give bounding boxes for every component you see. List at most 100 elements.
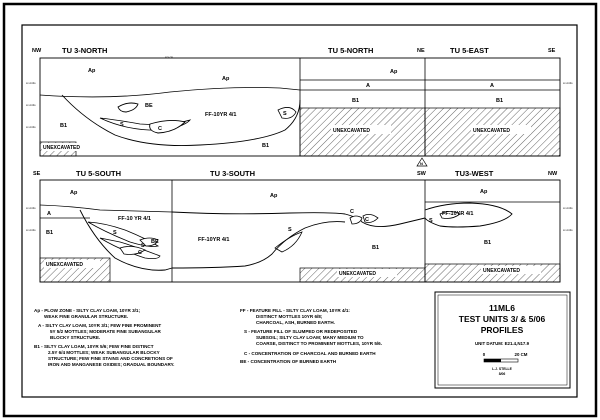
top-label-b1b: B1	[352, 98, 359, 104]
title-block-frame-inner	[437, 294, 568, 386]
bottom-label-ap1: Ap	[70, 190, 78, 196]
bottom-c-lens-2	[349, 215, 363, 225]
legend-right-0-2: CHARCOAL, ASH, BURNED EARTH.	[256, 320, 335, 325]
title-line1: TEST UNITS 3/ & 5/06	[459, 314, 546, 324]
bottom-elev-2: xx cmbs	[26, 228, 36, 232]
bottom-s-lens-right	[439, 211, 461, 219]
top-unit-3: TU 5-EAST	[450, 46, 489, 55]
bottom-feature-outline-left	[79, 209, 173, 271]
legend-left-2-1: 2.5Y 6/4 MOTTLES; WEAK SUBANGULAR BLOCKY	[48, 350, 160, 355]
scale-zero: 0	[483, 352, 486, 357]
bottom-feature-base-mid	[171, 221, 346, 269]
bottom-feature-outline-right	[424, 202, 513, 228]
legend-right-3-0: BE - CONCENTRATION OF BURNED EARTH	[240, 359, 337, 364]
top-label-a2: A	[490, 83, 494, 89]
title-block: 11ML6 TEST UNITS 3/ & 5/06 PROFILES UNIT…	[434, 291, 571, 389]
bottom-unexcavated-label-3: UNEXCAVATED	[483, 268, 520, 274]
bottom-label-be: BE	[151, 239, 159, 245]
top-unexcavated-label-2: UNEXCAVATED	[333, 128, 370, 134]
legend-left-0-0: Ap - PLOW ZONE - SILTY CLAY LOAM, 10YR 3…	[34, 308, 140, 313]
legend-right-0-1: DISTINCT MOTTLES 10YR 6/8;	[256, 314, 323, 319]
bottom-label-s1: S	[113, 230, 117, 236]
top-unit-1: TU 3-NORTH	[62, 46, 107, 55]
bottom-ap-boundary	[39, 204, 173, 213]
bottom-elev-1: xx cmbs	[26, 206, 36, 210]
top-slump-lens	[99, 117, 192, 131]
legend-right-2-0: C - CONCENTRATION OF CHARCOAL AND BURNED…	[244, 351, 376, 356]
bottom-elev-3: xx cmbs	[563, 206, 573, 210]
title-block-frame	[434, 291, 571, 389]
bottom-label-b1c: B1	[484, 240, 491, 246]
legend-right-0-0: FF - FEATURE FILL - SILTY CLAY LOAM, 10Y…	[240, 308, 350, 313]
bottom-label-ff2: FF-10YR 4/1	[198, 237, 229, 243]
bottom-corner-sw: SW	[417, 171, 427, 177]
bottom-label-c2: C	[350, 209, 354, 215]
title-credit: L.J. STELLE	[492, 367, 513, 371]
bottom-unit-3: TU3-WEST	[455, 169, 494, 178]
top-label-be: BE	[145, 103, 153, 109]
top-elev-4: xx cmbs	[563, 81, 573, 85]
top-elev-3: xx cmbs	[26, 125, 36, 129]
bottom-label-s4: S	[429, 218, 433, 224]
top-label-c1: C	[158, 126, 162, 132]
bottom-profile: SE SW NW TU 5-SOUTH TU 3-SOUTH TU3-WEST …	[26, 169, 573, 283]
bottom-corner-right: NW	[548, 171, 558, 177]
sheet-inner-border	[21, 24, 578, 398]
bottom-unit-1: TU 5-SOUTH	[76, 169, 121, 178]
top-label-s1: S	[120, 122, 124, 128]
legend-left-0-1: WEAK FINE GRANULAR STRUCTURE.	[44, 314, 128, 319]
top-corner-left: NW	[32, 48, 42, 54]
bottom-label-ap2: Ap	[270, 193, 278, 199]
scale-bar	[483, 358, 519, 363]
bottom-unexcavated-label-2: UNEXCAVATED	[339, 271, 376, 277]
top-label-ap1: Ap	[88, 68, 96, 74]
legend-left-1-2: BLOCKY STRUCTURE.	[50, 335, 100, 340]
bottom-label-s2: S	[141, 243, 145, 249]
top-profile: NW NE SE TU 3-NORTH TU 5-NORTH TU 5-EAST…	[26, 46, 573, 157]
bottom-label-c3: C	[365, 217, 369, 223]
top-ap-boundary	[39, 87, 301, 98]
legend-left-1-1: 5Y 5/2 MOTTLES; MODERATE FINE SUBANGULAR	[50, 329, 162, 334]
top-unexcavated-label-1: UNEXCAVATED	[43, 145, 80, 151]
bottom-feature-outline-mid	[171, 211, 426, 227]
top-unit-2: TU 5-NORTH	[328, 46, 373, 55]
top-corner-right: SE	[548, 48, 556, 54]
bottom-s-lens-mid	[274, 231, 303, 253]
scale-end: 20 CM	[515, 352, 528, 357]
top-feature-outline	[61, 94, 301, 147]
legend-right-1-1: SUBSOIL; SILTY CLAY LOAM; MANY MEDIUM TO	[256, 335, 364, 340]
top-corner-ne: NE	[417, 48, 425, 54]
top-label-ap2: Ap	[222, 76, 230, 82]
legend: Ap - PLOW ZONE - SILTY CLAY LOAM, 10YR 3…	[34, 308, 382, 367]
north-arrow-label: N	[420, 161, 423, 166]
bottom-corner-left: SE	[33, 171, 41, 177]
bottom-elev-4: xx cmbs	[563, 228, 573, 232]
title-date: 8/06	[499, 372, 506, 376]
legend-right-1-2: COARSE, DISTINCT TO PROMINENT MOTTLES, 1…	[256, 341, 382, 346]
top-label-b1-bottom: B1	[262, 143, 269, 149]
top-be-lens	[117, 102, 139, 113]
title-line2: PROFILES	[481, 325, 524, 335]
top-label-ff: FF-10YR 4/1	[205, 112, 236, 118]
legend-left-1-0: A - SILTY CLAY LOAM, 10YR 3/1; FEW FINE …	[38, 323, 161, 328]
north-arrow: N	[416, 157, 428, 167]
top-datum-mark: xxx cm	[165, 56, 173, 59]
legend-left-2-3: IRON AND MANGANESE OXIDES; GRADUAL BOUND…	[48, 362, 174, 367]
bottom-slump-lens-1	[87, 221, 160, 247]
top-label-b1c: B1	[496, 98, 503, 104]
bottom-unexcavated-label-1: UNEXCAVATED	[46, 262, 83, 268]
title-site: 11ML6	[489, 303, 515, 313]
north-arrow-icon	[416, 157, 428, 167]
bottom-label-b1a: B1	[46, 230, 53, 236]
top-label-ap3: Ap	[390, 69, 398, 75]
top-elev-2: xx cmbs	[26, 103, 36, 107]
top-label-s2: S	[283, 111, 287, 117]
top-unexcavated-2	[299, 107, 426, 157]
bottom-label-s3: S	[288, 227, 292, 233]
bottom-be-lens	[139, 237, 159, 247]
title-datum: UNIT DATUM: E21.4,N17.9	[475, 341, 530, 346]
bottom-unit-2: TU 3-SOUTH	[210, 169, 255, 178]
bottom-label-b1b: B1	[372, 245, 379, 251]
legend-left-2-0: B1 - SILTY CLAY LOAM, 10YR 5/6; FEW FINE…	[34, 344, 154, 349]
top-label-b1a: B1	[60, 123, 67, 129]
